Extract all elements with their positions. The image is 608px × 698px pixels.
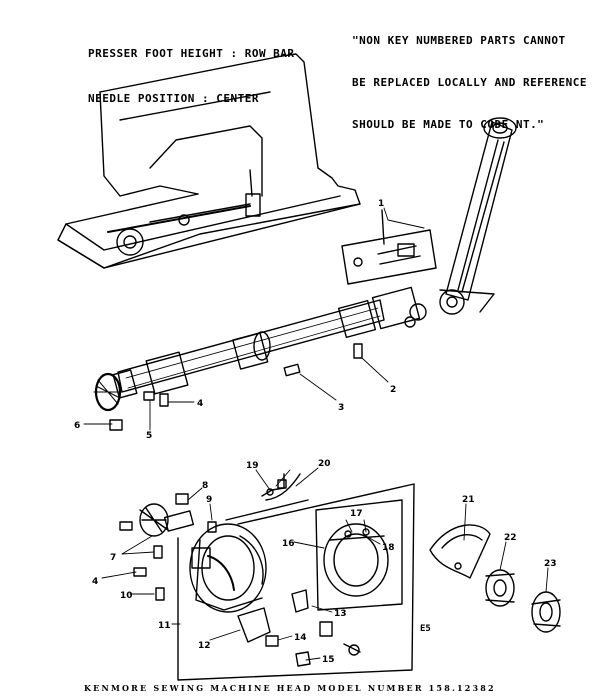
bevel-gear-group — [119, 493, 217, 601]
callout-3: 3 — [338, 403, 344, 413]
machine-head-illustration — [57, 53, 361, 269]
callout-22: 22 — [504, 533, 517, 543]
arm-shaft — [93, 286, 427, 412]
callout-11: 11 — [158, 621, 171, 631]
part-22-bobbin — [485, 569, 515, 607]
notice-line-2: BE REPLACED LOCALLY AND REFERENCE — [352, 76, 588, 89]
part-21-bobbin-case — [429, 524, 491, 579]
rotating-hook-assembly — [189, 523, 267, 613]
callout-23: 23 — [544, 559, 557, 569]
callout-1: 1 — [378, 199, 384, 209]
part-16-hook-race — [323, 523, 389, 597]
screws-upper — [109, 343, 363, 431]
callout-19: 19 — [246, 461, 259, 471]
callout-numbers: 1 2 3 4 5 6 7 4 10 8 9 11 12 13 14 15 16… — [74, 199, 557, 665]
leader-lines-lower — [101, 467, 549, 661]
reference-code: E5 — [420, 624, 431, 634]
part-1-bracket — [341, 209, 437, 285]
leader-lines-upper — [83, 207, 425, 431]
callout-14: 14 — [294, 633, 307, 643]
notice-line-1: "NON KEY NUMBERED PARTS CANNOT — [352, 34, 566, 47]
callout-20: 20 — [318, 459, 331, 469]
part-23-bobbin-case-latch — [531, 591, 561, 633]
callout-12: 12 — [198, 641, 211, 651]
callout-9: 9 — [206, 495, 212, 505]
callout-4-lower: 4 — [92, 577, 98, 587]
callout-7: 7 — [110, 553, 116, 563]
callout-6: 6 — [74, 421, 80, 431]
callout-15: 15 — [322, 655, 335, 665]
callout-16: 16 — [282, 539, 295, 549]
callout-2: 2 — [390, 385, 396, 395]
callout-21: 21 — [462, 495, 475, 505]
hook-frame-bracket — [177, 483, 415, 681]
small-parts-12-15 — [237, 589, 361, 667]
callout-5-upper: 5 — [146, 431, 152, 441]
callout-17: 17 — [350, 509, 363, 519]
callout-18: 18 — [382, 543, 395, 553]
callout-10: 10 — [120, 591, 133, 601]
crank-lever — [439, 117, 517, 315]
presser-foot-height-text: PRESSER FOOT HEIGHT : ROW BAR — [88, 47, 295, 60]
callout-13: 13 — [334, 609, 347, 619]
callout-4-upper: 4 — [197, 399, 203, 409]
model-number-caption: KENMORE SEWING MACHINE HEAD MODEL NUMBER… — [84, 683, 496, 693]
callout-8: 8 — [202, 481, 208, 491]
